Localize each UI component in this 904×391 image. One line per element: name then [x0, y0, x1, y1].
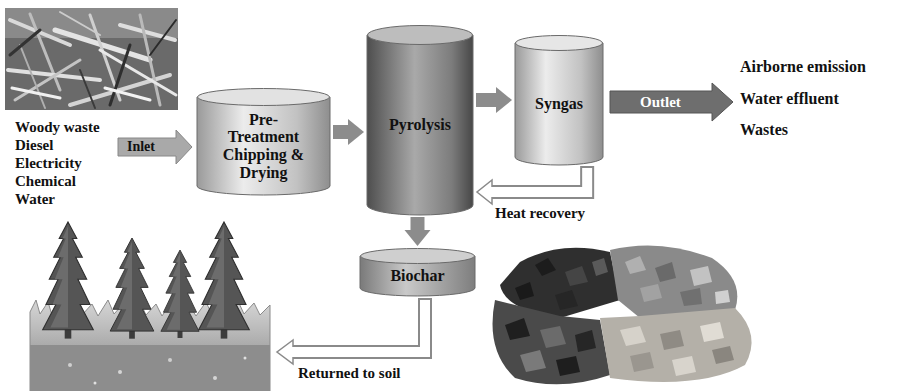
pretreatment-cylinder: Pre- Treatment Chipping & Drying [197, 88, 330, 195]
arrow-label: Outlet [640, 93, 681, 111]
input-item: Water [15, 190, 55, 208]
arrow-inner [490, 168, 587, 192]
input-item: Woody waste [15, 118, 100, 136]
flow-arrow [333, 132, 350, 133]
syngas-cylinder: Syngas [515, 35, 603, 165]
edge-label: Heat recovery [495, 204, 585, 222]
hollow-flow-arrow [490, 166, 587, 192]
node-text: Syngas [523, 95, 595, 113]
arrow-body [333, 125, 350, 139]
node-text: Pyrolysis [375, 116, 465, 134]
output-item: Water effluent [740, 90, 839, 108]
returned-to-soil-arrow [277, 298, 425, 364]
flow-arrow [417, 217, 418, 232]
arrow-label: Returned to soil [298, 364, 401, 382]
flow-arrow [476, 100, 498, 101]
output-item: Wastes [740, 121, 788, 139]
arrow-body [490, 166, 587, 192]
node-text: Biochar [370, 267, 466, 285]
input-item: Electricity [15, 154, 82, 172]
forest-illustration [30, 222, 270, 391]
arrow-body [476, 93, 498, 107]
arrow-body [411, 217, 425, 232]
output-item: Airborne emission [740, 58, 866, 76]
pyrolysis-cylinder: Pyrolysis [367, 25, 473, 215]
input-item: Chemical [15, 172, 76, 190]
biochar-cylinder: Biochar [360, 248, 475, 296]
node-text: Pre- Treatment Chipping & Drying [215, 111, 313, 181]
outlet-arrow [610, 83, 733, 121]
woody-waste-photo [5, 8, 178, 110]
biochar-photo [493, 246, 752, 385]
input-item: Diesel [15, 136, 53, 154]
inlet-arrow [118, 130, 192, 164]
arrow-label: Inlet [127, 138, 155, 156]
